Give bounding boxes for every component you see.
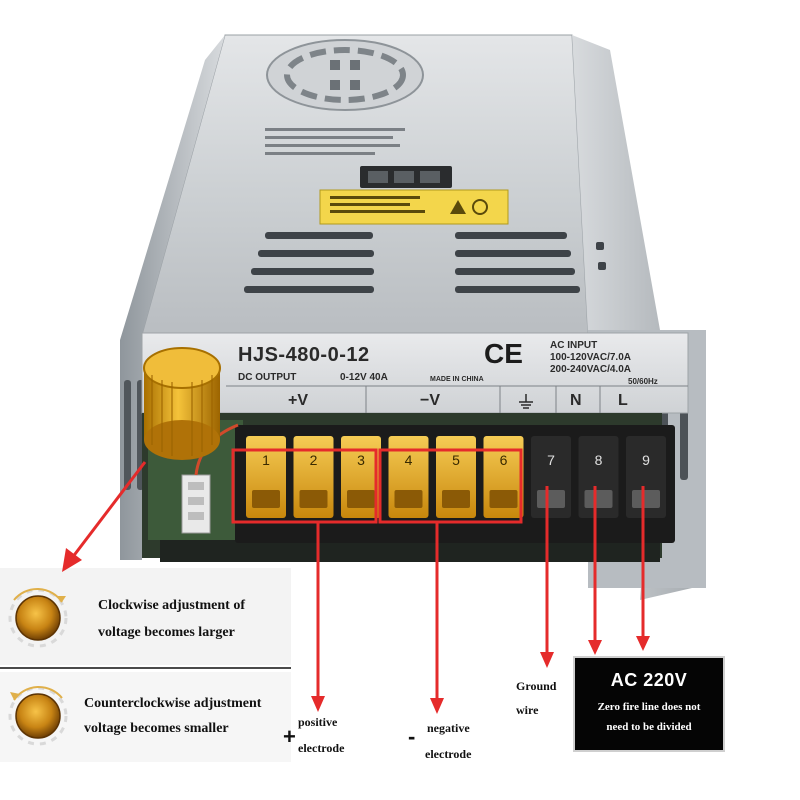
terminal-label-negative: −V	[420, 392, 441, 409]
terminal-number: 6	[499, 452, 508, 468]
ac-input-label: AC INPUT	[550, 340, 598, 351]
model-label: HJS-480-0-12	[238, 344, 370, 366]
terminal-number: 7	[547, 452, 555, 468]
terminal-screw-head	[489, 490, 518, 508]
terminal-number: 9	[642, 452, 650, 468]
positive-text-line1: positive	[298, 715, 338, 729]
counterclockwise-text-line1: Counterclockwise adjustment	[84, 696, 262, 711]
ground-text-line1: Ground	[516, 679, 557, 693]
positive-text-line2: electrode	[298, 741, 345, 755]
terminal-screw-head	[584, 490, 613, 508]
terminal-number: 5	[452, 452, 460, 468]
terminal-number: 8	[594, 452, 603, 468]
ac-220v-box: AC 220V Zero fire line does not need to …	[573, 656, 725, 752]
made-in-label: MADE IN CHINA	[430, 376, 484, 383]
terminal-label-live: L	[618, 392, 628, 409]
ac-220v-desc-line1: Zero fire line does not	[597, 701, 701, 713]
plus-sign: +	[283, 724, 296, 749]
counterclockwise-text-line2: voltage becomes smaller	[84, 721, 229, 736]
negative-text-line1: negative	[427, 721, 470, 735]
terminal-label-neutral: N	[570, 392, 582, 409]
terminal-screw-head	[537, 490, 565, 508]
clockwise-text-line2: voltage becomes larger	[98, 625, 235, 640]
ac-input-line2: 200-240VAC/4.0A	[550, 364, 631, 375]
ac-input-line1: 100-120VAC/7.0A	[550, 352, 631, 363]
terminal-screw-head	[632, 490, 660, 508]
terminal-number: 3	[357, 452, 365, 468]
negative-text-line2: electrode	[425, 747, 472, 761]
terminal-number: 4	[404, 452, 413, 468]
ac-220v-desc-line2: need to be divided	[606, 721, 692, 733]
frequency-label: 50/60Hz	[628, 377, 658, 386]
terminal-screw-head	[442, 490, 470, 508]
ce-mark: CE	[484, 338, 523, 369]
terminal-screw-head	[252, 490, 280, 508]
terminal-screw-head	[299, 490, 328, 508]
terminal-screw-head	[347, 490, 375, 508]
terminal-label-positive: +V	[288, 392, 309, 409]
terminal-screw-head	[394, 490, 423, 508]
clockwise-text-line1: Clockwise adjustment of	[98, 598, 245, 613]
dc-output-spec: 0-12V 40A	[340, 372, 388, 383]
terminal-number: 1	[262, 452, 270, 468]
terminal-number: 2	[309, 452, 318, 468]
minus-sign: -	[408, 724, 416, 749]
dc-output-label: DC OUTPUT	[238, 372, 297, 383]
ac-220v-title: AC 220V	[610, 670, 688, 690]
ground-text-line2: wire	[516, 703, 539, 717]
